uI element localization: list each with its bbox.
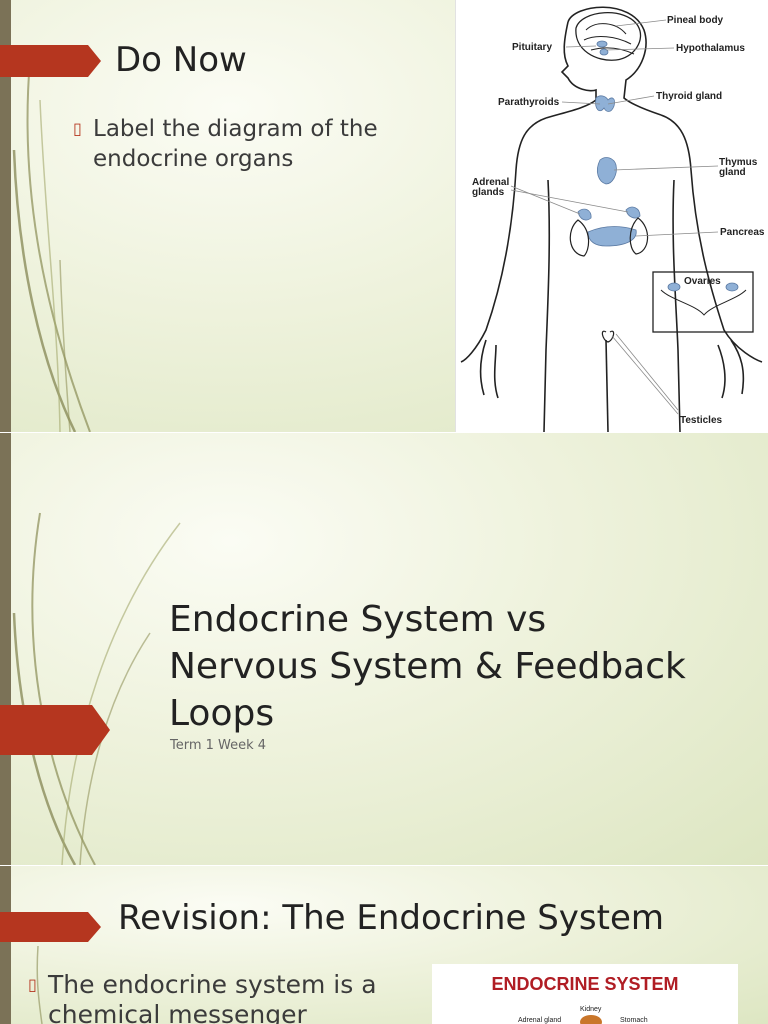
slide-side-bar (0, 866, 11, 1024)
title-accent-tag (0, 912, 101, 942)
slide-subtitle: Term 1 Week 4 (170, 738, 267, 753)
ovaries-inset-box (652, 271, 754, 333)
slide-title-page (0, 433, 768, 865)
bullet-item: ▯ The endocrine system is a chemical mes… (28, 970, 408, 1024)
slide-title: Endocrine System vs Nervous System & Fee… (169, 599, 686, 734)
slide-side-bar (0, 433, 11, 865)
bullet-marker-icon: ▯ (73, 119, 82, 138)
image-title: ENDOCRINE SYSTEM (491, 974, 679, 994)
label-pancreas: Pancreas (720, 227, 765, 238)
label-ovaries: Ovaries (684, 276, 721, 287)
label-parathyroids: Parathyroids (498, 97, 560, 108)
slide-title: Do Now (115, 40, 247, 80)
slide-title: Revision: The Endocrine System (118, 898, 664, 938)
body-outline (460, 6, 763, 432)
label-adrenal-glands: glands (472, 187, 505, 198)
label-hypothalamus: Hypothalamus (676, 43, 745, 54)
label-testicles: Testicles (680, 415, 722, 426)
endocrine-system-image: ENDOCRINE SYSTEM Kidney Adrenal gland St… (432, 964, 738, 1024)
bullet-text: The endocrine system is a chemical messe… (48, 970, 377, 1024)
leader-lines (510, 19, 719, 415)
title-accent-tag (0, 705, 110, 755)
endocrine-organs-diagram: Pineal body Pituitary Hypothalamus Parat… (455, 0, 768, 432)
image-label-stomach: Stomach (620, 1017, 648, 1024)
kidney-shape-icon (580, 1015, 602, 1024)
slide-do-now: Do Now ▯ Label the diagram of the endocr… (0, 0, 768, 432)
label-pituitary: Pituitary (512, 42, 552, 53)
image-label-adrenal-gland: Adrenal gland (518, 1017, 562, 1024)
image-label-kidney: Kidney (580, 1006, 602, 1013)
label-adrenal: Adrenal (472, 177, 509, 188)
slide-side-bar (0, 0, 11, 432)
label-thyroid-gland: Thyroid gland (656, 91, 722, 102)
label-pineal-body: Pineal body (667, 15, 724, 26)
label-thymus-gland: gland (719, 167, 746, 178)
title-accent-tag (0, 45, 101, 77)
bullet-marker-icon: ▯ (28, 975, 37, 994)
bullet-item: ▯ Label the diagram of the endocrine org… (73, 114, 393, 174)
gland-shapes (577, 40, 739, 292)
label-thymus: Thymus (719, 157, 758, 168)
bullet-text: Label the diagram of the endocrine organ… (93, 116, 378, 172)
